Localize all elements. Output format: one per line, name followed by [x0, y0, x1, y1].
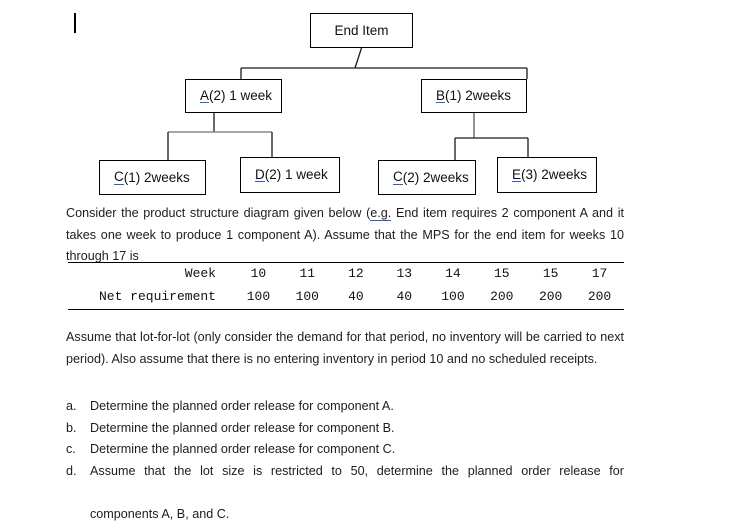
table-cell-week-2: 12	[332, 263, 380, 287]
assumptions-paragraph: Assume that lot-for-lot (only consider t…	[66, 327, 624, 370]
mps-table: Week 10 11 12 13 14 15 15 17 Net require…	[68, 262, 624, 310]
table-cell-net-0: 100	[234, 286, 283, 310]
diagram-node-b[interactable]: B(1) 2weeks	[421, 79, 527, 113]
table-cell-net-5: 200	[477, 286, 526, 310]
question-marker-a: a.	[66, 396, 90, 418]
table-row-net-requirement: Net requirement 100 100 40 40 100 200 20…	[68, 286, 624, 310]
question-item-b: b. Determine the planned order release f…	[66, 418, 624, 440]
diagram-node-a-label: (2) 1 week	[209, 89, 272, 103]
diagram-node-a-spellcheck-letter: A	[200, 89, 209, 104]
question-item-a: a. Determine the planned order release f…	[66, 396, 624, 418]
table-cell-net-3: 40	[380, 286, 428, 310]
question-text-a: Determine the planned order release for …	[90, 396, 624, 418]
diagram-node-d2-spellcheck-letter: D	[255, 168, 265, 183]
diagram-node-e3[interactable]: E(3) 2weeks	[497, 157, 597, 193]
question-marker-b: b.	[66, 418, 90, 440]
diagram-node-end-item[interactable]: End Item	[310, 13, 413, 48]
diagram-node-c2[interactable]: C(2) 2weeks	[378, 160, 476, 195]
table-cell-week-7: 17	[575, 263, 624, 287]
diagram-node-b-spellcheck-letter: B	[436, 89, 445, 104]
diagram-node-c1-label: (1) 2weeks	[124, 171, 190, 185]
table-cell-week-5: 15	[477, 263, 526, 287]
table-cell-net-2: 40	[332, 286, 380, 310]
diagram-node-e3-label: (3) 2weeks	[521, 168, 587, 182]
diagram-node-c1-spellcheck-letter: C	[114, 170, 124, 185]
question-marker-c: c.	[66, 439, 90, 461]
table-cell-net-6: 200	[526, 286, 575, 310]
question-text-b: Determine the planned order release for …	[90, 418, 624, 440]
diagram-node-c2-label: (2) 2weeks	[403, 171, 469, 185]
question-list: a. Determine the planned order release f…	[66, 396, 624, 525]
diagram-node-e3-spellcheck-letter: E	[512, 168, 521, 183]
table-rowlabel-net-requirement: Net requirement	[68, 286, 234, 310]
table-cell-week-6: 15	[526, 263, 575, 287]
intro-paragraph-part1: Consider the product structure diagram g…	[66, 206, 370, 220]
diagram-node-end-item-label: End Item	[334, 24, 388, 38]
question-marker-d: d.	[66, 461, 90, 483]
diagram-node-b-label: (1) 2weeks	[445, 89, 511, 103]
diagram-node-d2-label: (2) 1 week	[265, 168, 328, 182]
table-cell-net-7: 200	[575, 286, 624, 310]
diagram-node-c2-spellcheck-letter: C	[393, 170, 403, 185]
question-item-d: d. Assume that the lot size is restricte…	[66, 461, 624, 504]
question-item-c: c. Determine the planned order release f…	[66, 439, 624, 461]
product-structure-diagram: End Item A(2) 1 week B(1) 2weeks C(1) 2w…	[0, 0, 730, 205]
table-cell-net-4: 100	[429, 286, 478, 310]
table-row-week: Week 10 11 12 13 14 15 15 17	[68, 263, 624, 287]
question-text-d: Assume that the lot size is restricted t…	[90, 461, 624, 504]
table-rowlabel-week: Week	[68, 263, 234, 287]
table-cell-week-0: 10	[234, 263, 283, 287]
table-cell-week-3: 13	[380, 263, 428, 287]
table-cell-week-1: 11	[283, 263, 332, 287]
question-text-c: Determine the planned order release for …	[90, 439, 624, 461]
diagram-node-a[interactable]: A(2) 1 week	[185, 79, 282, 113]
document-page: End Item A(2) 1 week B(1) 2weeks C(1) 2w…	[0, 0, 730, 505]
intro-paragraph: Consider the product structure diagram g…	[66, 203, 624, 268]
diagram-node-d2[interactable]: D(2) 1 week	[240, 157, 340, 193]
spellcheck-eg: e.g.	[370, 206, 391, 221]
question-text-d-continuation: components A, B, and C.	[66, 504, 624, 525]
table-cell-week-4: 14	[429, 263, 478, 287]
table-cell-net-1: 100	[283, 286, 332, 310]
diagram-node-c1[interactable]: C(1) 2weeks	[99, 160, 206, 195]
